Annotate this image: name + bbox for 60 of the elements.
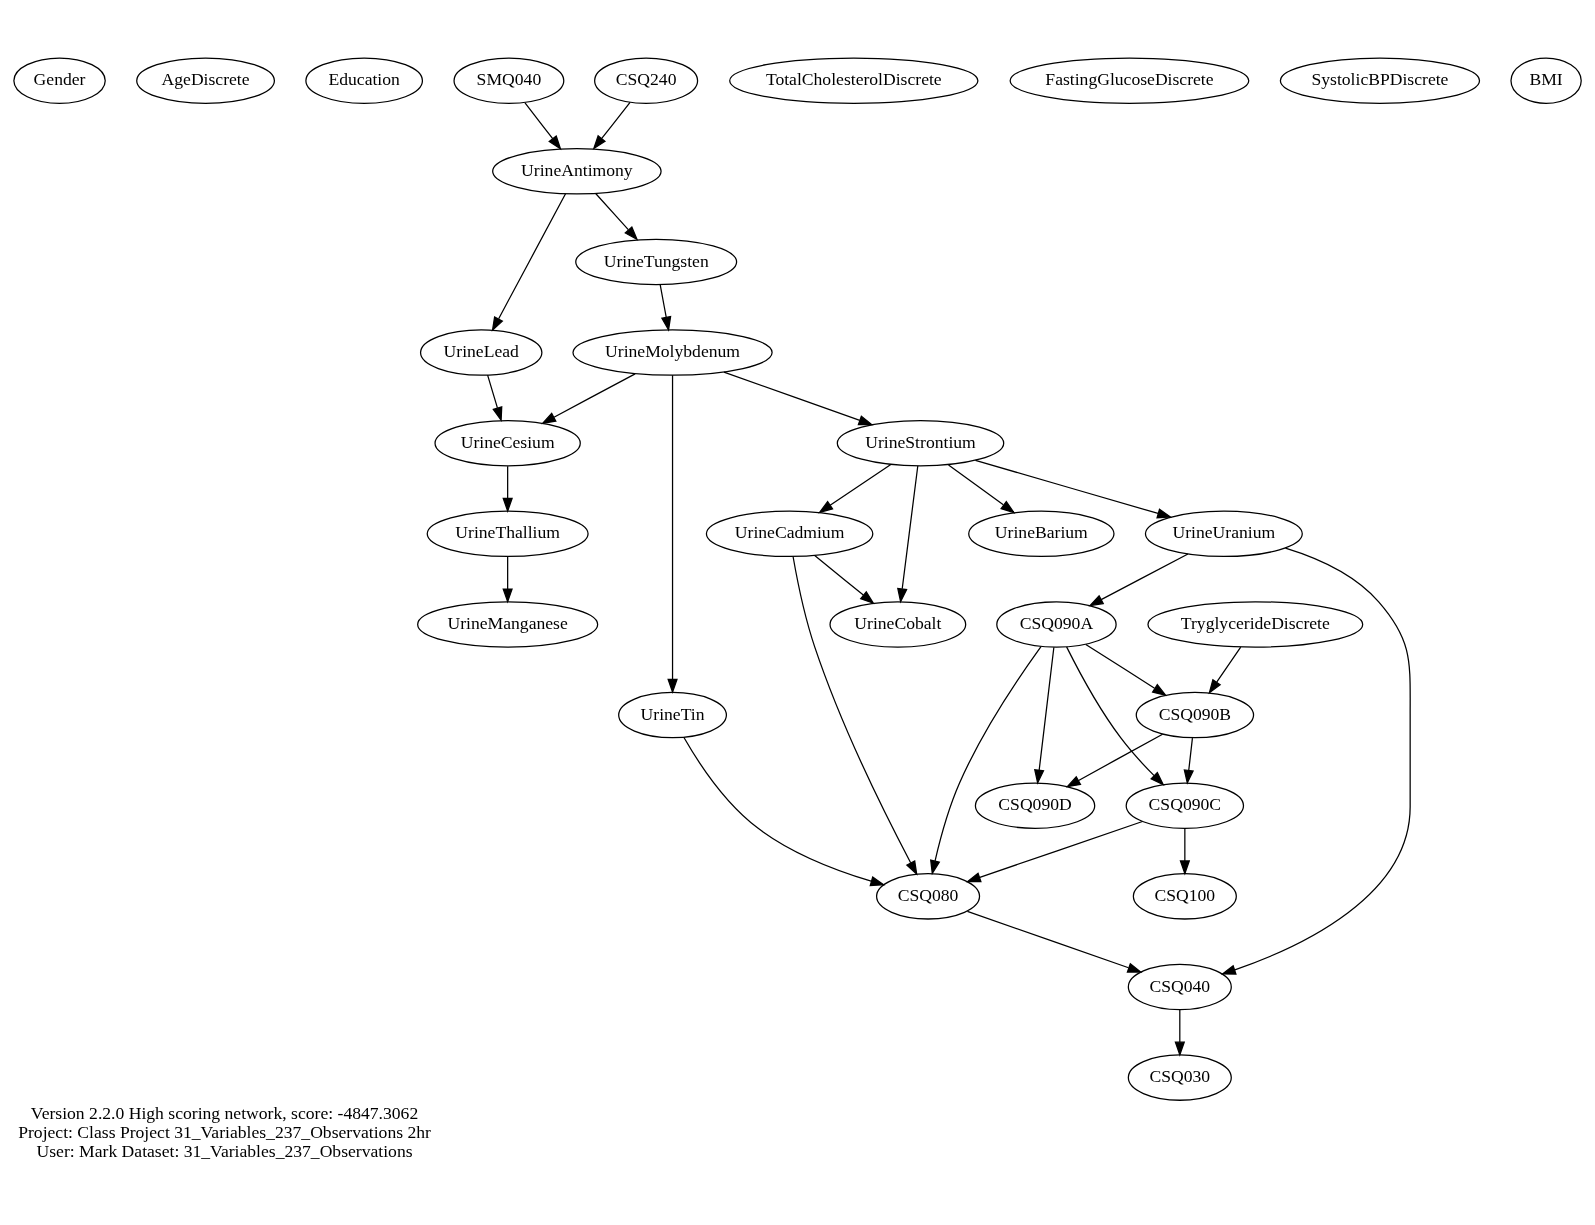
- node-ellipse: UrineStrontium: [836, 419, 1005, 467]
- node-ellipse: UrineBarium: [968, 510, 1115, 558]
- node-ellipse: CSQ090C: [1125, 782, 1245, 829]
- arrow: [1065, 733, 1164, 788]
- node-ellipse: AgeDiscrete: [136, 57, 276, 104]
- arrow: [491, 193, 567, 332]
- node-ellipse: Gender: [13, 57, 106, 104]
- node-ellipse: UrineThallium: [426, 510, 589, 558]
- node-ellipse: SystolicBPDiscrete: [1279, 57, 1481, 104]
- node-ellipse: Education: [305, 57, 424, 104]
- arrow: [667, 374, 678, 694]
- arrow: [540, 373, 636, 425]
- arrow: [1179, 828, 1191, 876]
- arrow: [595, 192, 639, 241]
- node-ellipse: FastingGlucoseDiscrete: [1009, 57, 1250, 104]
- node-ellipse: CSQ090D: [974, 782, 1096, 829]
- arrow: [502, 556, 513, 604]
- caption: Version 2.2.0 High scoring network, score: -4847.3062 Project: Class Project 31_Variables_237_Observations 2hr User: Mark Dataset: 31_Variables_237_Observations: [18, 1103, 431, 1162]
- node-ellipse: CSQ100: [1132, 873, 1237, 920]
- node-ellipse: CSQ090B: [1135, 691, 1255, 739]
- arrow: [930, 645, 1042, 876]
- arrow: [947, 464, 1016, 514]
- node-ellipse: UrineMolybdenum: [572, 329, 773, 376]
- node-ellipse: CSQ090A: [996, 601, 1117, 648]
- arrow: [966, 910, 1143, 973]
- arrow: [723, 371, 874, 426]
- arrow: [487, 374, 503, 422]
- node-ellipse: TotalCholesterolDiscrete: [729, 57, 979, 104]
- arrow: [1208, 646, 1242, 695]
- node-ellipse: UrineCobalt: [829, 601, 967, 648]
- arrow: [1065, 646, 1165, 786]
- arrow: [897, 465, 919, 604]
- arrow: [1088, 553, 1189, 607]
- node-ellipse: CSQ240: [594, 57, 699, 104]
- arrow: [683, 736, 886, 887]
- node-ellipse: TryglycerideDiscrete: [1147, 601, 1364, 648]
- node-ellipse: CSQ030: [1127, 1054, 1232, 1101]
- arrow: [818, 463, 892, 514]
- arrow: [814, 554, 875, 605]
- node-ellipse: UrineTin: [618, 691, 728, 739]
- arrow: [792, 555, 918, 876]
- arrow: [1174, 1009, 1186, 1057]
- node-ellipse: UrineAntimony: [492, 148, 662, 195]
- arrow: [592, 101, 631, 150]
- node-ellipse: UrineTungsten: [575, 238, 738, 286]
- arrow: [1183, 737, 1195, 785]
- arrow: [524, 102, 562, 151]
- arrow: [502, 465, 513, 513]
- node-ellipse: UrineCadmium: [705, 510, 874, 558]
- node-ellipse: UrineManganese: [417, 601, 599, 648]
- node-ellipse: SMQ040: [453, 57, 565, 104]
- arrow: [1220, 547, 1411, 975]
- arrow: [965, 820, 1144, 883]
- node-ellipse: BMI: [1510, 57, 1582, 104]
- node-ellipse: UrineLead: [419, 329, 543, 376]
- arrow: [1033, 646, 1055, 785]
- arrow: [659, 284, 672, 332]
- arrow: [974, 459, 1173, 519]
- arrow: [1085, 643, 1168, 697]
- node-ellipse: UrineCesium: [434, 419, 581, 467]
